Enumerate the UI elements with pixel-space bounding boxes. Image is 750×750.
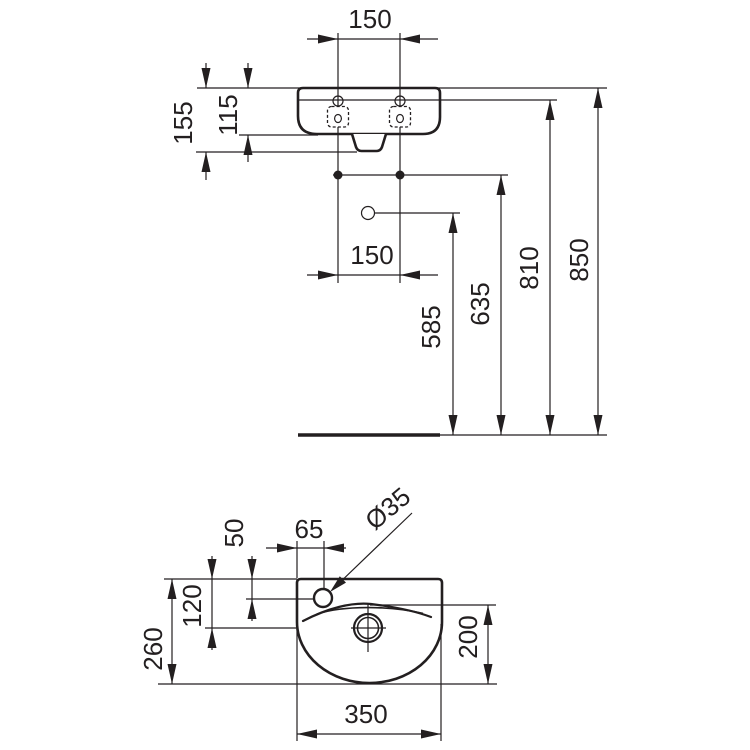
dim-total-width: 350 [297,699,441,739]
fixing-slot-left [334,113,343,124]
drain-inner-ring [356,616,380,640]
dim-label: 120 [177,584,207,627]
arrowhead [593,88,603,108]
arrowhead [483,664,493,684]
plan-view: 65 50 Ø35 120 260 [138,481,497,741]
dim-trap-outlet-height: 585 [416,213,458,435]
arrowhead [247,599,257,619]
arrowhead [207,559,217,579]
fixing-bracket-right [388,105,412,128]
dim-fixing-bolt-height: 635 [465,175,506,435]
dim-label: 200 [453,615,483,658]
fixing-hole-right [394,95,406,107]
dim-tap-hole-offset-front: 50 [219,519,257,621]
arrowhead [201,68,211,88]
arrowhead [545,100,555,120]
arrowhead [483,605,493,625]
arrowhead [496,415,506,435]
drain [351,603,386,652]
arrowhead [243,68,253,88]
arrowhead [400,270,420,280]
leader-line [332,512,413,590]
arrowhead [297,729,317,739]
arrowhead [448,415,458,435]
arrowhead [400,34,420,44]
basin-front-outline [296,86,442,136]
wall-fixing-right [388,95,412,128]
leader-arrowhead [330,576,346,592]
dim-label: 810 [514,246,544,289]
drain-outlet-point [360,205,376,221]
fixing-bracket-left [326,105,350,128]
arrowhead [324,543,344,553]
front-elevation-view: 150 155 115 150 [168,4,607,437]
tap-hole [312,587,334,609]
wall-fixing-left [326,95,350,128]
arrowhead [421,729,441,739]
arrowhead [207,628,217,648]
dim-bowl-depth: 200 [453,605,493,684]
arrowhead [318,34,338,44]
bowl-inner-edge-shadow [316,606,424,615]
dim-label: 350 [344,699,387,729]
dim-top-edge-height: 850 [564,88,603,435]
dim-height-to-trap-bottom: 155 [168,63,211,180]
arrowhead [277,543,297,553]
dim-label: 150 [348,4,391,34]
dim-label: 585 [416,305,446,348]
fixing-hole-left [332,95,344,107]
arrowhead [545,415,555,435]
arrowhead [247,559,257,579]
dim-label: 635 [465,282,495,325]
dim-label: 50 [219,519,249,548]
dim-total-depth: 260 [138,579,177,684]
dim-tap-hole-diameter: Ø35 [330,481,416,592]
arrowhead [448,213,458,233]
dim-fixing-hole-spacing-top: 150 [307,4,438,44]
arrowhead [201,152,211,172]
arrowhead [593,415,603,435]
dim-label: Ø35 [359,481,416,536]
arrowhead [167,579,177,599]
arrowhead [318,270,338,280]
fixing-slot-right [396,113,405,124]
fixing-bolt-point-left [333,170,343,180]
fixing-bolt-point-right [395,170,405,180]
dim-basin-height: 115 [213,63,253,162]
dim-label: 65 [295,514,324,544]
dim-fixing-hole-spacing: 150 [307,240,438,280]
arrowhead [167,664,177,684]
arrowhead [496,175,506,195]
dim-label: 155 [168,101,198,144]
dim-label: 150 [350,240,393,270]
drain-outer-ring [352,612,384,644]
arrowhead [243,135,253,155]
dim-rim-reference-height: 810 [514,100,555,435]
dim-label: 115 [213,94,243,135]
dim-label: 850 [564,238,594,281]
dim-tap-hole-offset-side: 65 [266,514,346,553]
dim-label: 260 [138,627,168,670]
trap-outlet [350,133,388,153]
dim-drain-offset-front: 120 [177,556,217,650]
